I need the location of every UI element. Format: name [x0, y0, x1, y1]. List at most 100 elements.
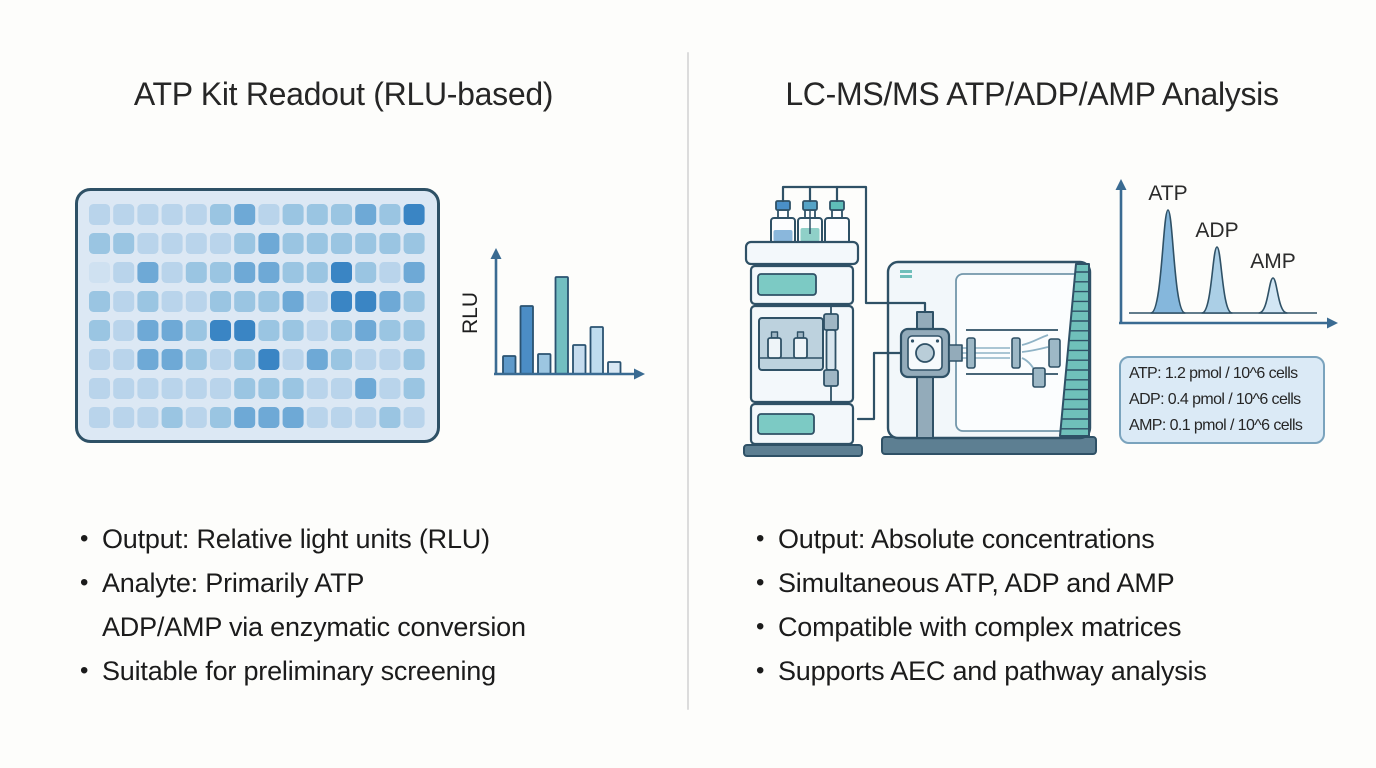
ion-lens — [1011, 337, 1021, 369]
microplate-well — [113, 262, 135, 283]
rlu-bar-chart: RLU — [459, 248, 645, 380]
microplate-well — [403, 204, 425, 225]
list-item-text: Output: Relative light units (RLU) — [102, 524, 490, 554]
solvent-bottle — [770, 200, 796, 245]
chart-bar — [519, 305, 534, 375]
list-item: ADP/AMP via enzymatic conversion — [80, 605, 690, 649]
microplate-well — [355, 320, 377, 341]
mass-spectrometer — [881, 260, 1097, 455]
microplate-well — [210, 349, 231, 370]
microplate-well — [185, 407, 207, 428]
microplate-well — [89, 233, 110, 254]
solvent-bottle — [824, 200, 850, 245]
microplate-well — [306, 291, 328, 312]
microplate-well — [161, 233, 183, 254]
list-item-text: Analyte: Primarily ATP — [102, 568, 365, 598]
results-line: ADP: 0.4 pmol / 10^6 cells — [1129, 391, 1301, 408]
right-panel-title: LC-MS/MS ATP/ADP/AMP Analysis — [785, 76, 1279, 112]
microplate-well — [113, 291, 135, 312]
chart-bar — [502, 355, 517, 375]
microplate-well — [331, 407, 352, 428]
microplate-well — [379, 204, 401, 225]
microplate-well — [89, 320, 110, 341]
microplate-well — [306, 204, 328, 225]
chromatogram-peaks — [1150, 209, 1288, 314]
bullet-dot: • — [80, 569, 89, 596]
microplate-well — [282, 262, 304, 283]
microplate-well — [137, 407, 159, 428]
microplate-well — [137, 320, 159, 341]
transfer-tube — [948, 344, 963, 362]
microplate-well — [379, 349, 401, 370]
y-axis-arrow-icon — [490, 248, 502, 259]
x-axis-arrow-icon — [1327, 317, 1338, 329]
list-item-text: Output: Absolute concentrations — [778, 524, 1155, 554]
peak-label: AMP — [1250, 250, 1296, 273]
microplate-well — [403, 291, 425, 312]
rlu-axis-label: RLU — [459, 292, 482, 334]
microplate-well — [282, 291, 304, 312]
microplate-well — [379, 320, 401, 341]
microplate-well — [258, 349, 280, 370]
list-item: •Suitable for preliminary screening — [80, 649, 690, 693]
microplate-well — [185, 291, 207, 312]
microplate-well — [331, 204, 352, 225]
microplate-well — [355, 262, 377, 283]
microplate-well — [113, 378, 135, 399]
bullet-dot: • — [756, 613, 765, 640]
microplate-well — [282, 378, 304, 399]
microplate-well — [210, 262, 231, 283]
microplate-well — [89, 378, 110, 399]
microplate-well — [306, 262, 328, 283]
microplate-well — [185, 320, 207, 341]
detector-plate — [1048, 338, 1061, 368]
microplate-well — [137, 233, 159, 254]
microplate-well — [379, 291, 401, 312]
microplate-well — [355, 291, 377, 312]
microplate-well — [282, 349, 304, 370]
microplate-well — [355, 349, 377, 370]
microplate-well — [113, 233, 135, 254]
bullet-dot: • — [756, 569, 765, 596]
microplate-well — [331, 378, 352, 399]
microplate-well — [210, 320, 231, 341]
microplate-well — [185, 349, 207, 370]
microplate-well — [210, 378, 231, 399]
hplc-column — [823, 306, 839, 402]
microplate-well — [185, 204, 207, 225]
microplate-well — [379, 262, 401, 283]
microplate-illustration — [75, 188, 440, 443]
list-item: •Compatible with complex matrices — [756, 605, 1366, 649]
hplc-base — [743, 444, 863, 457]
microplate-well — [113, 320, 135, 341]
microplate-well — [258, 262, 280, 283]
microplate-well — [331, 262, 352, 283]
microplate-well — [306, 320, 328, 341]
microplate-wells — [89, 204, 425, 428]
microplate-well — [89, 407, 110, 428]
microplate-well — [282, 233, 304, 254]
ms-base — [881, 436, 1097, 455]
microplate-well — [379, 378, 401, 399]
microplate-well — [161, 204, 183, 225]
microplate-well — [89, 262, 110, 283]
chromatogram-peak — [1258, 277, 1288, 314]
microplate-well — [185, 378, 207, 399]
microplate-well — [161, 407, 183, 428]
bullet-dot: • — [80, 657, 89, 684]
microplate-well — [331, 233, 352, 254]
microplate-well — [234, 407, 256, 428]
list-item: •Output: Relative light units (RLU) — [80, 517, 690, 561]
microplate-well — [331, 320, 352, 341]
microplate-well — [258, 407, 280, 428]
chart-bar — [537, 353, 552, 375]
ion-lens — [966, 337, 976, 369]
solvent-bottle — [797, 200, 823, 245]
microplate-well — [113, 407, 135, 428]
microplate-well — [306, 378, 328, 399]
list-item: •Supports AEC and pathway analysis — [756, 649, 1366, 693]
microplate-well — [258, 233, 280, 254]
solvent-tray — [744, 240, 860, 266]
